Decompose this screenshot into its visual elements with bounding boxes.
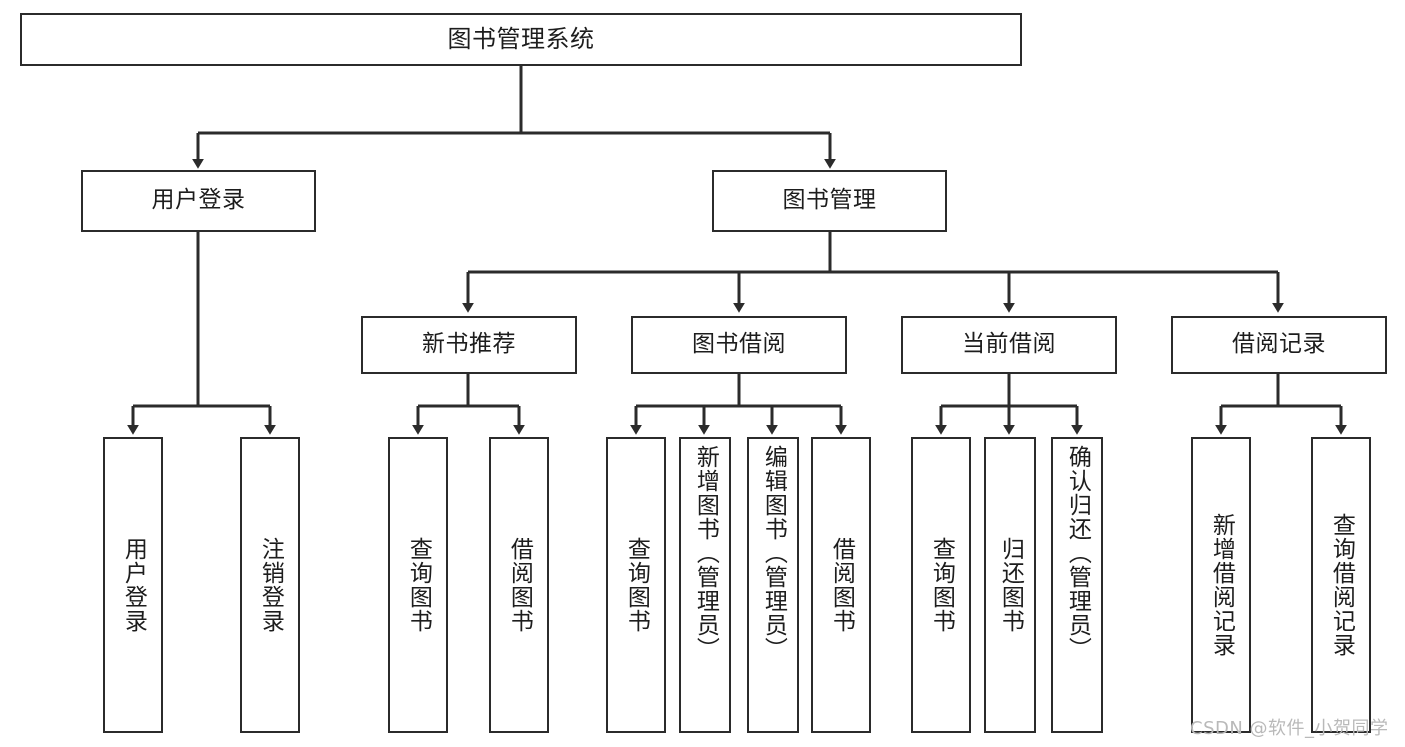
node-leaf-borrow-book-1[interactable]: 借阅图书: [489, 437, 549, 733]
node-leaf-edit-book-label: 编辑图书（管理员）: [760, 445, 787, 661]
node-book-borrow-label: 图书借阅: [692, 331, 786, 358]
node-new-book-recommend[interactable]: 新书推荐: [361, 316, 577, 374]
node-book-manage[interactable]: 图书管理: [712, 170, 947, 232]
node-current-borrow[interactable]: 当前借阅: [901, 316, 1117, 374]
node-leaf-query-book-1-label: 查询图书: [405, 537, 432, 633]
node-leaf-borrow-book-1-label: 借阅图书: [506, 537, 533, 633]
node-leaf-confirm-return[interactable]: 确认归还（管理员）: [1051, 437, 1103, 733]
node-leaf-return-book-label: 归还图书: [997, 537, 1024, 633]
node-leaf-confirm-return-label: 确认归还（管理员）: [1064, 445, 1091, 661]
node-leaf-query-book-1[interactable]: 查询图书: [388, 437, 448, 733]
node-leaf-borrow-book-2[interactable]: 借阅图书: [811, 437, 871, 733]
csdn-watermark: CSDN @软件_小贺同学: [1190, 718, 1389, 739]
node-book-manage-label: 图书管理: [782, 187, 877, 214]
node-leaf-edit-book[interactable]: 编辑图书（管理员）: [747, 437, 799, 733]
node-user-login-label: 用户登录: [151, 187, 246, 214]
node-root[interactable]: 图书管理系统: [20, 13, 1022, 66]
node-leaf-add-book[interactable]: 新增图书（管理员）: [679, 437, 731, 733]
node-new-book-recommend-label: 新书推荐: [422, 331, 516, 358]
node-leaf-query-book-3[interactable]: 查询图书: [911, 437, 971, 733]
node-current-borrow-label: 当前借阅: [962, 331, 1056, 358]
node-leaf-add-book-label: 新增图书（管理员）: [692, 445, 719, 661]
node-user-login[interactable]: 用户登录: [81, 170, 316, 232]
node-leaf-user-logout-label: 注销登录: [257, 537, 284, 633]
node-leaf-query-record-label: 查询借阅记录: [1328, 513, 1355, 657]
node-leaf-add-record[interactable]: 新增借阅记录: [1191, 437, 1251, 733]
node-leaf-query-book-2[interactable]: 查询图书: [606, 437, 666, 733]
node-leaf-query-book-3-label: 查询图书: [928, 537, 955, 633]
node-leaf-add-record-label: 新增借阅记录: [1208, 513, 1235, 657]
node-leaf-user-login-label: 用户登录: [120, 537, 147, 633]
node-root-label: 图书管理系统: [447, 25, 595, 54]
node-leaf-user-logout[interactable]: 注销登录: [240, 437, 300, 733]
node-borrow-record-label: 借阅记录: [1232, 331, 1326, 358]
node-leaf-return-book[interactable]: 归还图书: [984, 437, 1036, 733]
node-borrow-record[interactable]: 借阅记录: [1171, 316, 1387, 374]
node-leaf-query-record[interactable]: 查询借阅记录: [1311, 437, 1371, 733]
node-leaf-user-login[interactable]: 用户登录: [103, 437, 163, 733]
node-leaf-query-book-2-label: 查询图书: [623, 537, 650, 633]
node-leaf-borrow-book-2-label: 借阅图书: [828, 537, 855, 633]
node-book-borrow[interactable]: 图书借阅: [631, 316, 847, 374]
